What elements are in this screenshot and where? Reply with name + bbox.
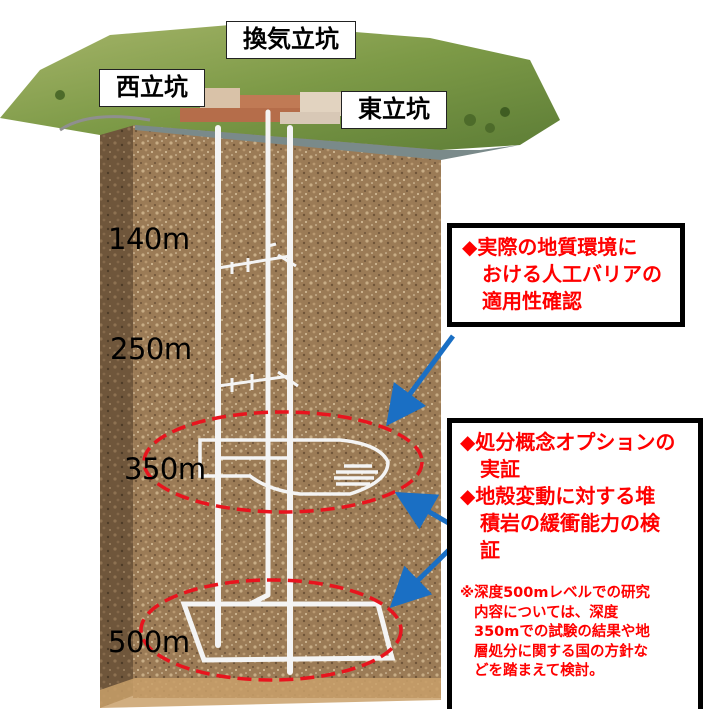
callout-note-line-2: 内容については、深度 (474, 604, 619, 621)
callout-barrier-applicability: ◆実際の地質環境に おける人工バリアの 適用性確認 (447, 223, 685, 327)
callout-note-line-3: 350mでの試験の結果や地 (474, 624, 650, 640)
arrow-to-350-from-top (386, 334, 456, 427)
stubs-250 (217, 370, 299, 392)
arrow-to-350-from-bottom (394, 492, 454, 530)
callout-top-line-1: ◆実際の地質環境に (462, 235, 638, 259)
arrow-to-500 (389, 545, 454, 608)
pointer-arrows (386, 334, 456, 608)
highlight-ellipse-500 (139, 578, 403, 682)
callout-item2-line-2: 積岩の緩衝能力の検 (480, 511, 660, 535)
depth-label-350: 350m (124, 452, 206, 486)
callout-top-line-3: 適用性確認 (482, 289, 582, 313)
ventilation-shaft-label: 換気立坑 (226, 21, 356, 59)
callout-disposal-concept: ◆処分概念オプションの 実証 ◆地殻変動に対する堆 積岩の緩衝能力の検 証 ※深… (447, 418, 703, 709)
depth-label-140: 140m (108, 222, 190, 256)
callout-top-line-2: おける人工バリアの (482, 262, 662, 286)
gallery-350 (198, 438, 390, 496)
callout-item2-line-1: ◆地殻変動に対する堆 (460, 484, 656, 508)
callout-item1-line-1: ◆処分概念オプションの (460, 430, 676, 454)
highlight-ellipse-350 (142, 410, 424, 514)
callout-note-line-1: ※深度500mレベルでの研究 (460, 585, 650, 601)
callout-note-line-4: 層処分に関する国の方針な (474, 643, 648, 660)
callout-note-line-5: どを踏まえて検討。 (474, 663, 604, 679)
highlight-ellipses (139, 410, 424, 682)
depth-label-500: 500m (108, 625, 190, 659)
callout-item1-line-2: 実証 (480, 457, 520, 481)
stubs-140 (217, 242, 297, 274)
east-shaft-label: 東立坑 (341, 91, 447, 129)
depth-label-250: 250m (110, 332, 192, 366)
callout-item2-line-3: 証 (480, 538, 500, 562)
west-shaft-label: 西立坑 (99, 69, 205, 107)
gallery-500 (180, 592, 396, 663)
